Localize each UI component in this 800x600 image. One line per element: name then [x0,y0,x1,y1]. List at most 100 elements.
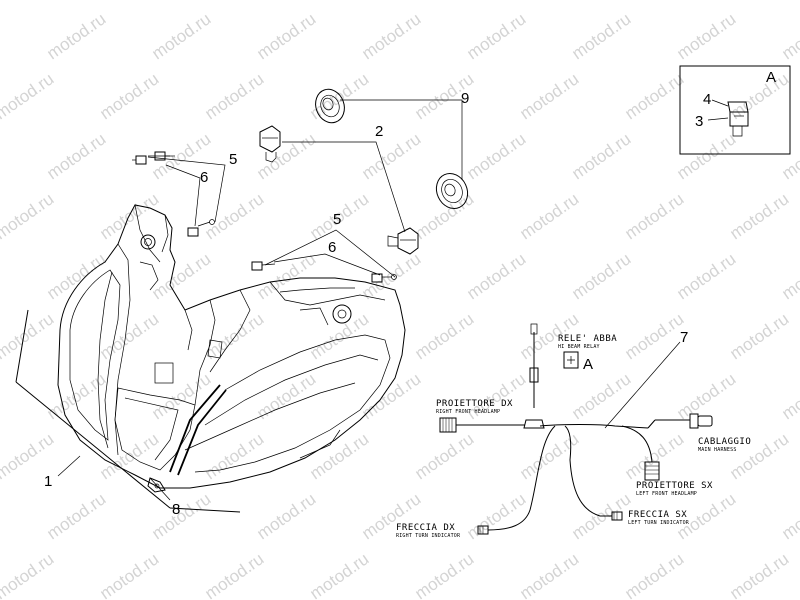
watermark-text: motod.ru [306,549,372,600]
watermark-text: motod.ru [201,69,267,123]
callout-8: 8 [172,501,180,518]
watermark-text: motod.ru [96,69,162,123]
watermark-text: motod.ru [726,309,792,363]
watermark-text: motod.ru [621,69,687,123]
callout-3: 3 [695,113,703,130]
watermark-text: motod.ru [621,549,687,600]
watermark-text: motod.ru [673,249,739,303]
main-harness-label: CABLAGGIO [698,437,751,447]
bulb-lower [387,227,419,255]
watermark-text: motod.ru [43,489,109,543]
watermark-text: motod.ru [568,9,634,63]
watermark-text: motod.ru [0,549,57,600]
headlight-unit [57,204,406,493]
watermark-text: motod.ru [463,369,529,423]
watermark-text: motod.ru [148,489,214,543]
rubber-cap-upper [315,88,345,124]
right-turn-label: FRECCIA DX [396,523,455,533]
watermark-text: motod.ru [778,249,800,303]
screw-clip-right [251,261,397,283]
watermark-text: motod.ru [253,489,319,543]
watermark-text: motod.ru [96,0,162,3]
watermark-text: motod.ru [306,0,372,3]
watermark-text: motod.ru [516,0,582,3]
watermark-text: motod.ru [516,549,582,600]
watermark-text: motod.ru [253,9,319,63]
watermark-text: motod.ru [568,369,634,423]
watermark-text: motod.ru [201,309,267,363]
watermark-text: motod.ru [463,129,529,183]
watermark-text: motod.ru [411,429,477,483]
watermark-text: motod.ru [673,129,739,183]
watermark-text: motod.ru [411,549,477,600]
inset-box-a [679,65,791,155]
watermark-text: motod.ru [96,309,162,363]
base-lines [15,309,241,513]
relay-letter: A [583,356,593,373]
callout-6-left: 6 [200,169,208,186]
watermark-text: motod.ru [201,549,267,600]
left-headlamp-label: PROIETTORE SX [636,481,713,491]
watermark-text: motod.ru [43,249,109,303]
rubber-cap-lower [435,172,469,210]
watermark-text: motod.ru [463,9,529,63]
watermark-text: motod.ru [43,369,109,423]
watermark-text: motod.ru [726,189,792,243]
callout-5-left: 5 [229,151,237,168]
callout-4: 4 [703,91,711,108]
watermark-text: motod.ru [778,129,800,183]
watermark-text: motod.ru [568,249,634,303]
left-headlamp-sublabel: LEFT FRONT HEADLAMP [636,491,697,497]
watermark-text: motod.ru [463,489,529,543]
watermark-text: motod.ru [411,309,477,363]
watermark-text: motod.ru [148,9,214,63]
watermark-text: motod.ru [673,9,739,63]
watermark-text: motod.ru [96,549,162,600]
watermark-text: motod.ru [148,249,214,303]
watermark-text: motod.ru [516,69,582,123]
relay-sublabel: HI BEAM RELAY [558,344,600,350]
inset-letter: A [766,69,776,86]
relay-label: RELE' ABBA [558,334,617,344]
watermark-text: motod.ru [0,309,57,363]
watermark-text: motod.ru [568,129,634,183]
left-turn-label: FRECCIA SX [628,510,687,520]
watermark-text: motod.ru [43,129,109,183]
watermark-text: motod.ru [621,189,687,243]
watermark-text: motod.ru [0,189,57,243]
watermark-text: motod.ru [253,129,319,183]
callout-5-right: 5 [333,211,341,228]
watermark-text: motod.ru [358,129,424,183]
watermark-text: motod.ru [358,9,424,63]
callout-2: 2 [375,123,383,140]
watermark-text: motod.ru [43,9,109,63]
right-turn-sublabel: RIGHT TURN INDICATOR [396,533,461,539]
watermark-text: motod.ru [516,189,582,243]
watermark-text: motod.ru [726,69,792,123]
watermark-text: motod.ru [411,0,477,3]
wiring-harness [439,323,713,535]
watermark-text: motod.ru [0,69,57,123]
bulb-upper [259,125,281,163]
watermark-text: motod.ru [201,0,267,3]
callout-7: 7 [680,329,688,346]
watermark-text: motod.ru [726,0,792,3]
callout-1: 1 [44,473,52,490]
screw-clip-left [132,151,215,237]
watermark-text: motod.ru [673,369,739,423]
left-turn-sublabel: LEFT TURN INDICATOR [628,520,690,526]
watermark-text: motod.ru [621,429,687,483]
right-headlamp-sublabel: RIGHT FRONT HEADLAMP [436,409,500,415]
watermark-text: motod.ru [201,189,267,243]
watermark-text: motod.ru [778,489,800,543]
watermark-text: motod.ru [621,0,687,3]
watermark-text: motod.ru [726,549,792,600]
right-headlamp-label: PROIETTORE DX [436,399,513,409]
watermark-text: motod.ru [463,249,529,303]
watermark-text: motod.ru [0,0,57,3]
watermark-text: motod.ru [516,429,582,483]
watermark-text: motod.ru [306,69,372,123]
callout-6-right: 6 [328,239,336,256]
watermark-text: motod.ru [358,369,424,423]
